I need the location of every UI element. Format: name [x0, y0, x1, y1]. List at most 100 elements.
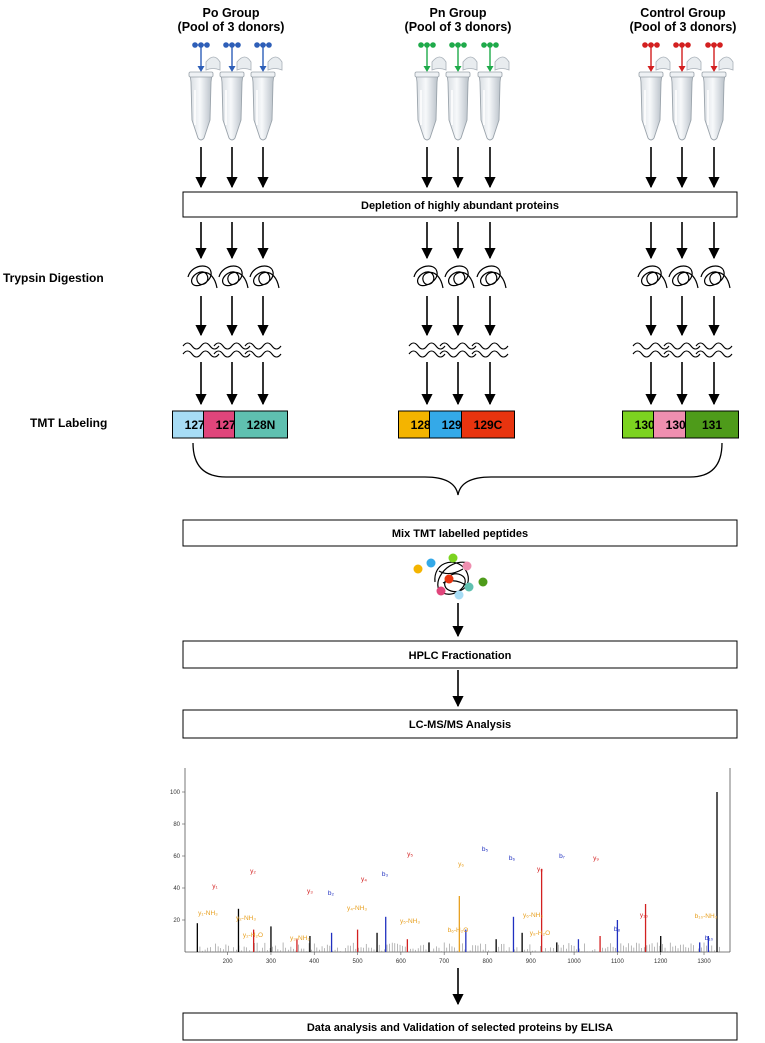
peptide-icon — [471, 350, 509, 358]
ion-label: y₅-NH₃ — [400, 918, 420, 925]
tube-cap — [267, 56, 283, 71]
ion-label: b₇ — [559, 853, 565, 860]
tube-cap — [236, 56, 252, 71]
group-subtitle: (Pool of 3 donors) — [178, 20, 285, 34]
y-tick-label: 40 — [173, 886, 180, 892]
sample-column — [244, 147, 282, 406]
tag-dot — [413, 564, 423, 574]
peptide-icon — [695, 342, 733, 350]
depletion-label: Depletion of highly abundant proteins — [361, 200, 559, 212]
group-header-control: Control Group (Pool of 3 donors) — [630, 6, 737, 34]
peptide-icon — [182, 350, 220, 358]
ion-label: b₅ — [482, 846, 489, 853]
ion-label: y₂ — [250, 868, 256, 875]
peptide-icon — [439, 350, 477, 358]
tmt-label: TMT Labeling — [30, 416, 107, 430]
sample-column — [663, 147, 701, 406]
y-tick-label: 60 — [173, 854, 180, 860]
group-title: Pn Group — [430, 6, 487, 20]
donor-pool — [638, 42, 671, 141]
sample-column — [695, 147, 733, 406]
protein-icon — [444, 265, 475, 289]
peptide-icon — [632, 350, 670, 358]
tube-icon — [415, 73, 439, 141]
ion-label: y₂-NH₃ — [236, 915, 256, 922]
tag-dot — [436, 586, 446, 596]
mixed-peptides-icon — [413, 553, 488, 600]
hplc-label: HPLC Fractionation — [409, 650, 512, 662]
x-tick-label: 600 — [396, 959, 407, 965]
sample-column — [471, 147, 509, 406]
ion-label: b₁₀-NH₃ — [695, 913, 718, 920]
ion-label: y₈-H₂O — [530, 930, 550, 937]
ion-label: y₁₀ — [640, 912, 648, 919]
tmt-tag: 129C — [461, 410, 515, 439]
tag-dot — [426, 558, 436, 568]
donor-pool — [445, 42, 478, 141]
x-tick-label: 1300 — [697, 959, 711, 965]
tube-cap — [655, 56, 671, 71]
lcms-step: LC-MS/MS Analysis — [182, 709, 738, 739]
donor-pool — [219, 42, 252, 141]
donor-pool — [414, 42, 447, 141]
y-tick-label: 20 — [173, 918, 180, 924]
group-header-pn: Pn Group (Pool of 3 donors) — [405, 6, 512, 34]
peptide-icon — [632, 342, 670, 350]
protein-icon — [187, 265, 218, 289]
peptide-icon — [408, 350, 446, 358]
tag-dot — [454, 590, 464, 600]
tube-icon — [639, 73, 663, 141]
ion-label: b₆ — [509, 855, 516, 862]
lcms-label: LC-MS/MS Analysis — [409, 719, 511, 731]
tube-cap — [494, 56, 510, 71]
ion-label: y₈ — [537, 866, 543, 873]
x-tick-label: 1200 — [654, 959, 668, 965]
final-label: Data analysis and Validation of selected… — [307, 1022, 613, 1034]
tube-cap — [205, 56, 221, 71]
tube-icon — [251, 73, 275, 141]
tube-icon — [478, 73, 502, 141]
x-tick-label: 300 — [266, 959, 277, 965]
peptide-icon — [213, 350, 251, 358]
peptide-icon — [663, 342, 701, 350]
ion-label: y₃-NH₃ — [290, 935, 310, 942]
tmt-tag-label: 128N — [247, 418, 276, 432]
x-tick-label: 500 — [353, 959, 364, 965]
final-step: Data analysis and Validation of selected… — [182, 1012, 738, 1041]
protein-icon — [249, 265, 280, 289]
y-tick-label: 80 — [173, 822, 180, 828]
tube-icon — [702, 73, 726, 141]
tube-icon — [446, 73, 470, 141]
trypsin-label: Trypsin Digestion — [3, 271, 104, 285]
x-tick-label: 1100 — [611, 959, 625, 965]
y-tick-label: 100 — [170, 790, 181, 796]
group-title: Control Group — [640, 6, 726, 20]
x-tick-label: 200 — [223, 959, 234, 965]
depletion-step: Depletion of highly abundant proteins — [182, 191, 738, 218]
tmt-tag: 131 — [685, 410, 739, 439]
sample-column — [408, 147, 446, 406]
ion-label: y₆ — [458, 861, 464, 868]
ion-label: b₁₀ — [705, 935, 714, 942]
peptide-icon — [244, 342, 282, 350]
protein-icon — [637, 265, 668, 289]
ion-label: b₈ — [614, 926, 621, 933]
tmt-tag-label: 129C — [474, 418, 503, 432]
tag-dot — [462, 561, 472, 571]
x-tick-label: 900 — [526, 959, 537, 965]
peptide-icon — [213, 342, 251, 350]
donor-pool — [477, 42, 510, 141]
donor-pool — [188, 42, 221, 141]
sample-column — [213, 147, 251, 406]
donor-pool — [250, 42, 283, 141]
tag-dot — [478, 577, 488, 587]
group-subtitle: (Pool of 3 donors) — [630, 20, 737, 34]
peptide-icon — [244, 350, 282, 358]
ion-label: y₆-NH₃ — [523, 912, 543, 919]
tube-icon — [220, 73, 244, 141]
protein-icon — [700, 265, 731, 289]
x-tick-label: 800 — [482, 959, 493, 965]
ion-label: b₂ — [328, 890, 335, 897]
protein-icon — [413, 265, 444, 289]
